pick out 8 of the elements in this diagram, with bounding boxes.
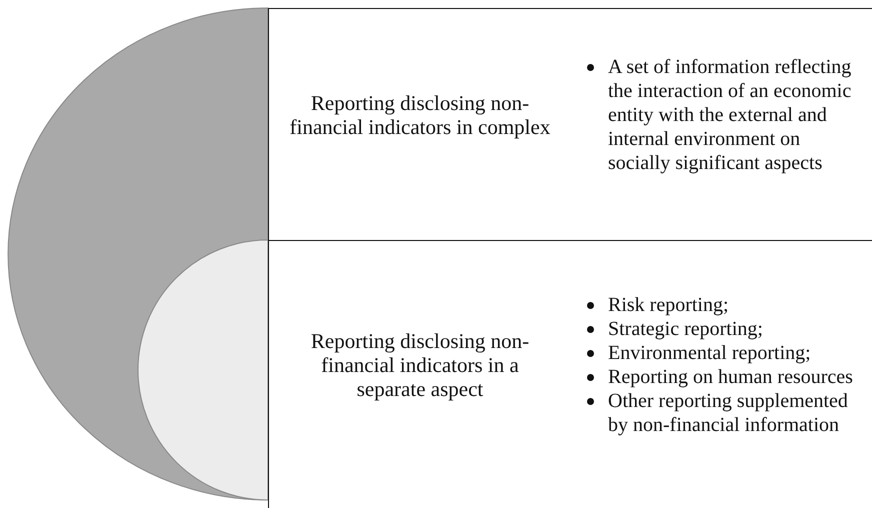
bullet-item: Reporting on human resources [608, 365, 854, 389]
bullet-item: A set of information reflecting the interaction of an economic entity with the external and internal environment on socially significant aspects [608, 55, 852, 175]
bullet-item: Risk reporting; [608, 293, 730, 317]
bullet-item: Strategic reporting; [608, 317, 764, 341]
category-text: Reporting disclosing non-financial indicators in complex [289, 91, 551, 139]
category-text: Reporting disclosing non-financial indicators in a separate aspect [310, 329, 530, 401]
bullet-item: Other reporting supplemented by non-financial information [608, 389, 849, 437]
bullet-item: Environmental reporting; [608, 341, 812, 365]
